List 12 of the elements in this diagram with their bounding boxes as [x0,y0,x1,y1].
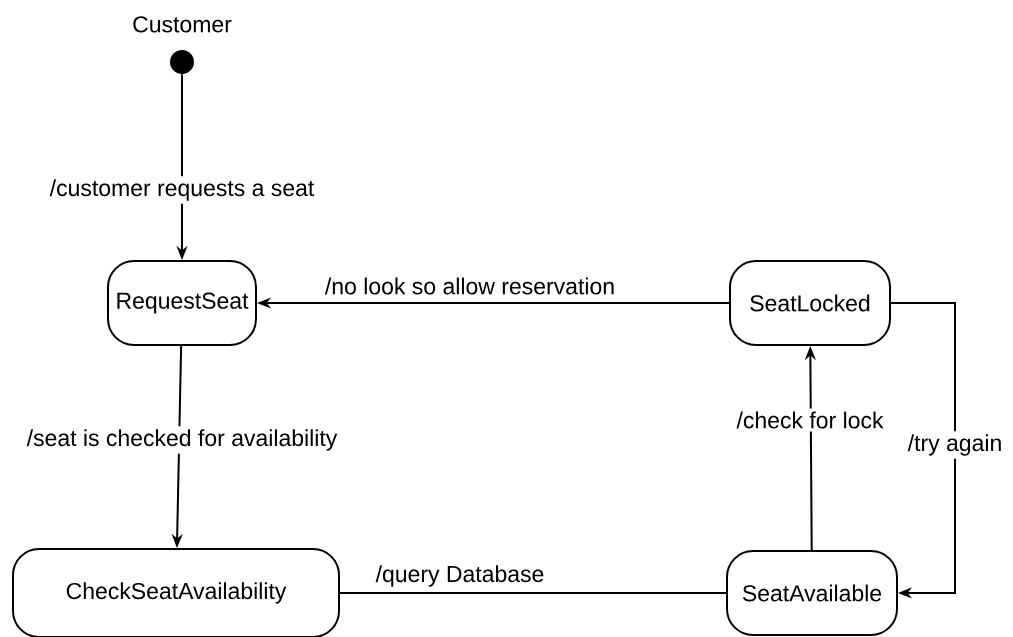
edge-label: /no look so allow reservation [321,274,619,298]
edge-label: /try again [904,431,1006,459]
state-box: RequestSeat [107,260,257,346]
state-box: CheckSeatAvailability [12,548,340,637]
state-box: SeatAvailable [726,550,898,636]
edge-label: /seat is checked for availability [23,426,341,454]
state-box: SeatLocked [729,260,891,346]
edge-label: /query Database [372,562,548,590]
edge-label: /customer requests a seat [46,176,318,204]
edge-label: /check for lock [733,408,887,432]
node-caption: Customer [133,16,232,33]
transition-arrow [890,302,956,599]
